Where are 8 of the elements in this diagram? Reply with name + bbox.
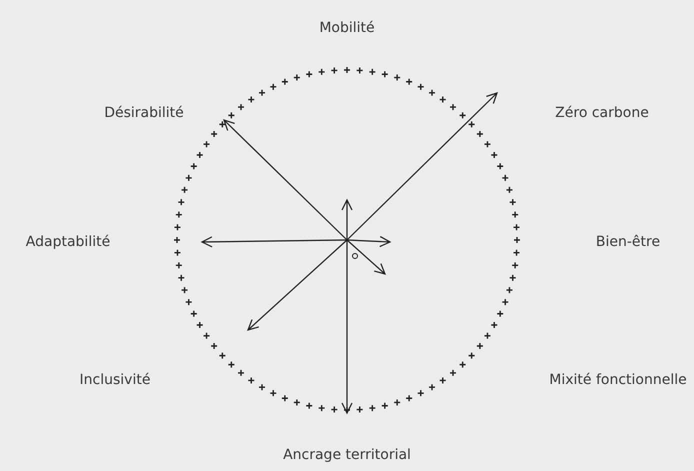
axis-label: Zéro carbone (555, 105, 649, 121)
axis-label: Mobilité (319, 20, 375, 36)
axis-label: Bien-être (596, 234, 660, 250)
axis-label: Inclusivité (80, 372, 150, 388)
axis-label: Adaptabilité (26, 234, 110, 250)
axis-label: Ancrage territorial (283, 447, 411, 463)
axis-label: Désirabilité (104, 105, 184, 121)
axis-label: Mixité fonctionnelle (549, 372, 687, 388)
